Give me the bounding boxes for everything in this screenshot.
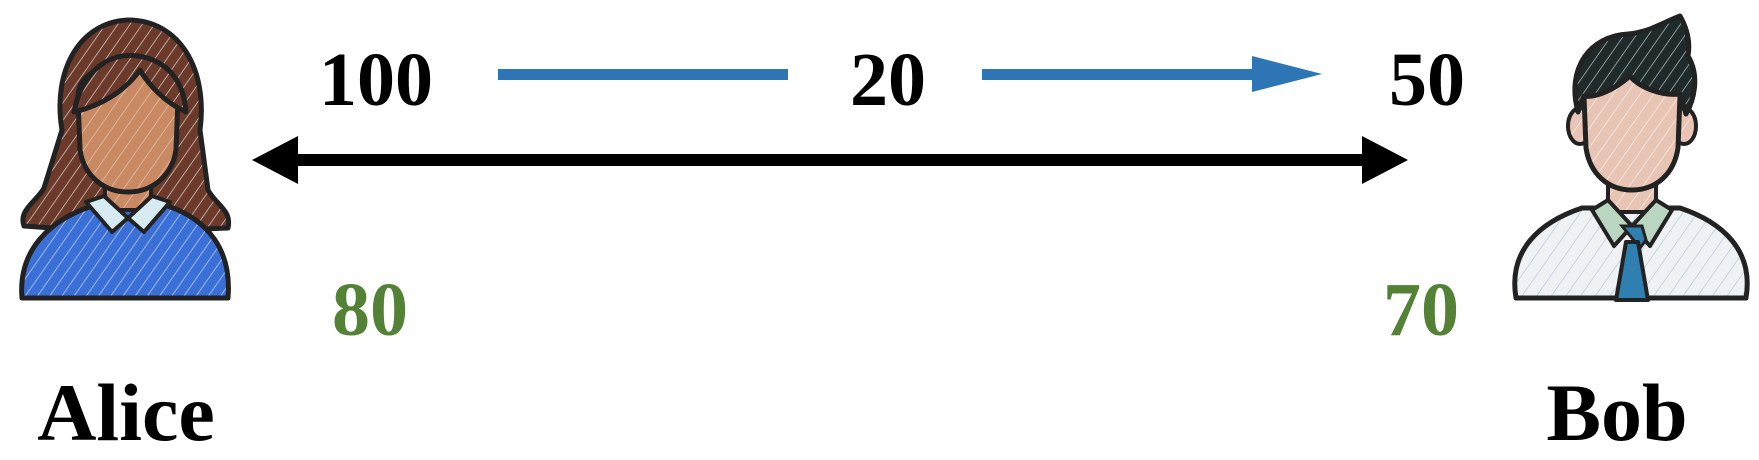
bob-name-label: Bob xyxy=(1546,367,1688,458)
alice-avatar-icon xyxy=(19,17,232,301)
transfer-amount: 20 xyxy=(850,38,926,122)
alice-name-label: Alice xyxy=(37,367,215,458)
bob-balance-after: 70 xyxy=(1383,268,1459,352)
alice-balance-before: 100 xyxy=(319,38,433,122)
transfer-arrow xyxy=(498,56,1322,92)
bob-avatar-icon xyxy=(1512,13,1750,302)
bob-balance-before: 50 xyxy=(1389,38,1465,122)
alice-balance-after: 80 xyxy=(332,268,408,352)
channel-arrow xyxy=(252,136,1408,184)
